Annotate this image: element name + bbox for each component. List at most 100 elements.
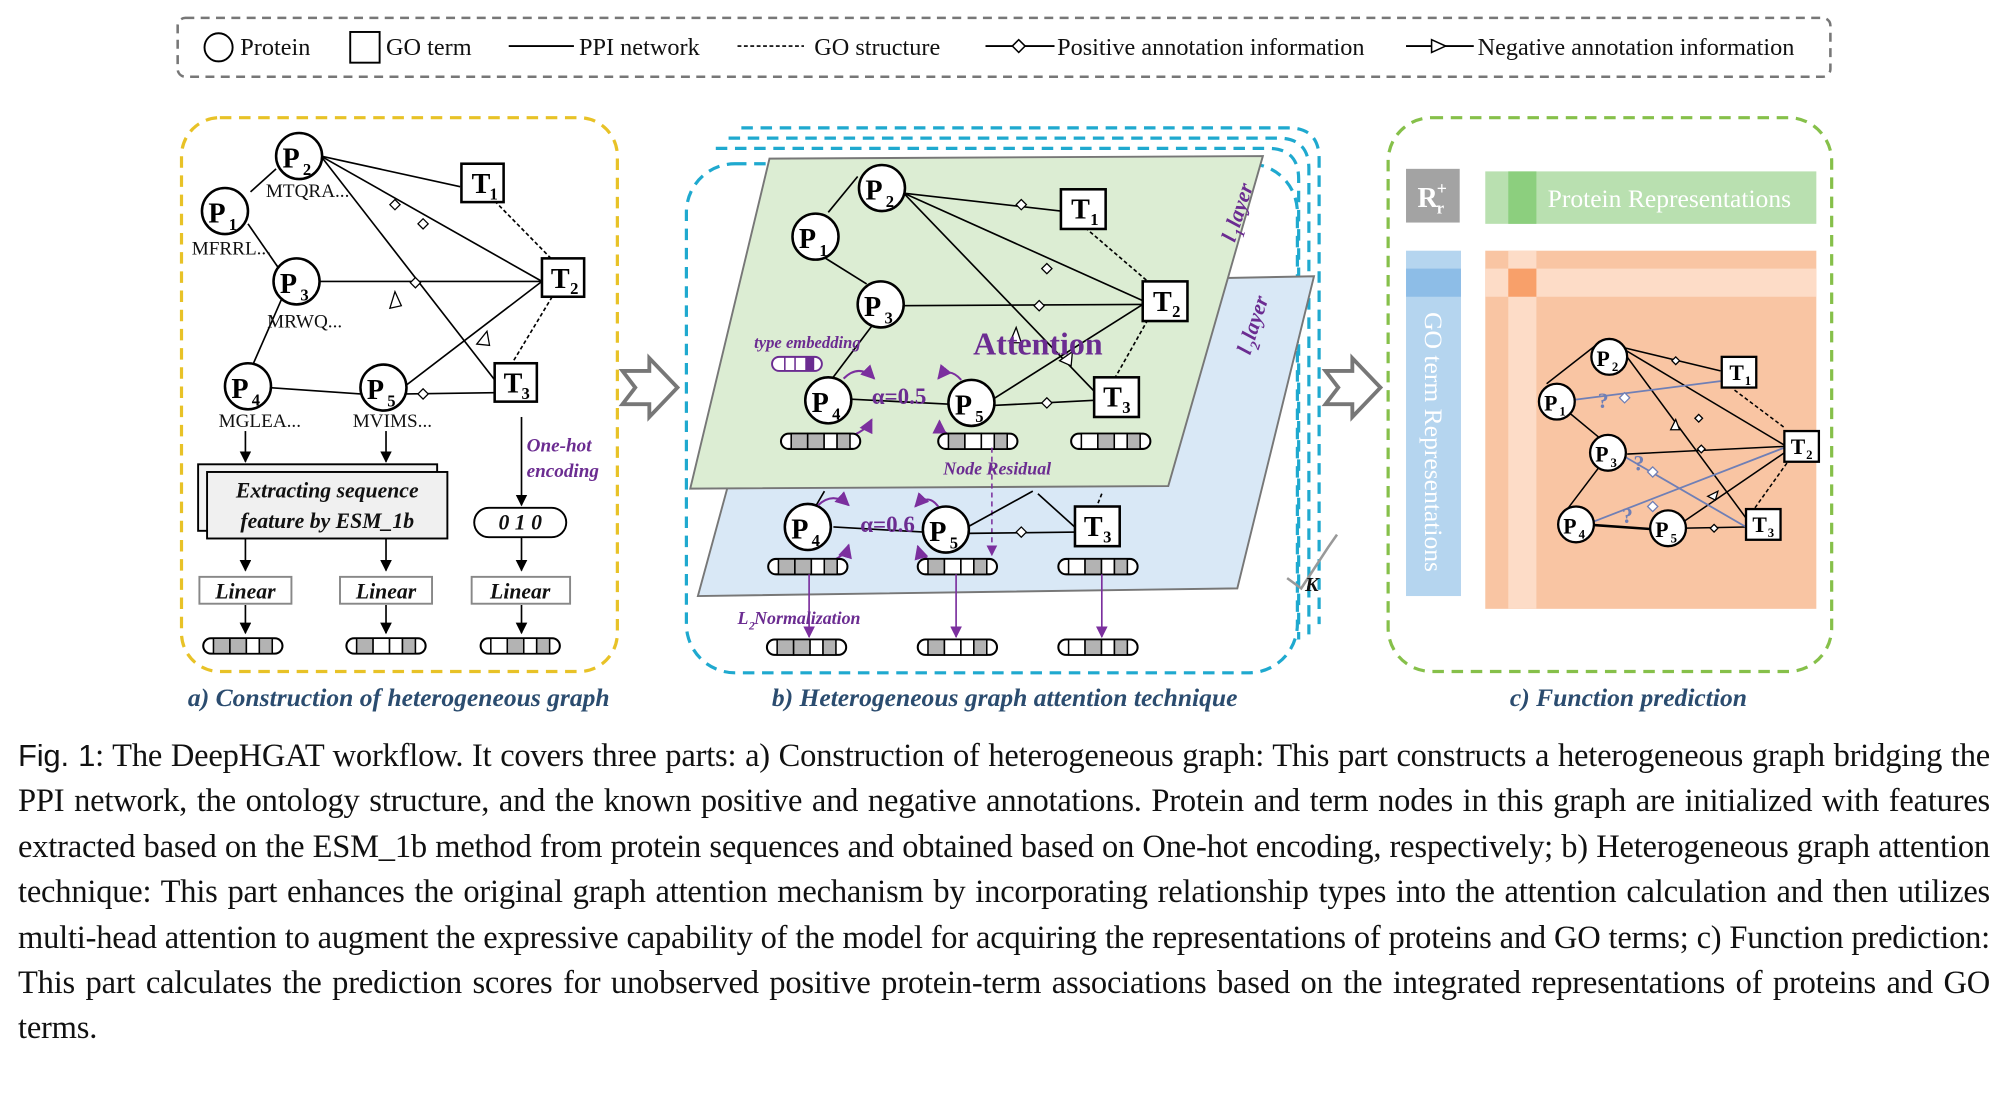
embedding-cell (823, 558, 838, 576)
panel-a-caption: a) Construction of heterogeneous graph (188, 683, 610, 712)
linear-box: Linear (339, 575, 433, 605)
svg-text:+: + (1437, 178, 1447, 198)
layer-l1-embeddings (779, 432, 1152, 450)
svg-text:L: L (737, 608, 749, 628)
svg-text:Normalization: Normalization (753, 608, 860, 628)
panel-a: P 2 MTQRA... P 1 MFRRL... P 3 MRWQ... P … (179, 116, 619, 712)
panel-c-edge-markers (1618, 355, 1719, 533)
legend-item-positive: Positive annotation information (985, 34, 1365, 61)
l2-normalization-arrows (803, 574, 1108, 639)
svg-text:1: 1 (1559, 405, 1565, 419)
alpha-l1-label: α=0.5 (872, 383, 927, 409)
svg-text:?: ? (1622, 504, 1633, 528)
svg-text:P: P (208, 199, 225, 230)
term-node-t2: T 2 (540, 257, 586, 298)
term-node-t3: T 3 (493, 361, 539, 403)
embedding-vector (916, 557, 999, 576)
embedding-cell (401, 637, 417, 655)
embedding-cell (836, 432, 851, 450)
svg-text:0 1 0: 0 1 0 (499, 511, 543, 535)
legend-label: GO structure (814, 34, 940, 61)
svg-text:P: P (812, 388, 829, 419)
protein-node-p3: P 3 MRWQ... (267, 257, 342, 332)
flow-arrow-icon (1321, 353, 1384, 422)
embedding-cell (355, 637, 374, 655)
embedding-cell (229, 637, 248, 655)
embedding-cell (245, 637, 261, 655)
svg-text:2: 2 (1172, 302, 1180, 321)
embedding-cell (212, 637, 231, 655)
panel-c-edges (1546, 342, 1788, 531)
svg-text:P: P (865, 176, 882, 207)
svg-text:P: P (1596, 347, 1609, 371)
onehot-vector: 0 1 0 (473, 506, 568, 539)
legend-label: PPI network (579, 34, 701, 61)
embedding-vector (345, 637, 427, 655)
embedding-vector (767, 557, 849, 576)
embedding-cell (947, 432, 966, 450)
sequence-label: MFRRL... (192, 239, 271, 260)
sequence-label: MTQRA... (266, 181, 350, 202)
embedding-cell (1097, 432, 1116, 450)
svg-text:P: P (791, 514, 808, 545)
flow-arrow-icon (618, 353, 681, 422)
linear-box: Linear (198, 575, 293, 605)
embedding-vector (1057, 557, 1139, 576)
svg-text:Linear: Linear (489, 580, 551, 604)
r-label-box: R r + (1406, 168, 1460, 223)
protein-node-p5: P 5 MVIMS... (353, 363, 432, 432)
protein-node-p5: P 5 (1649, 509, 1688, 548)
embedding-cell (993, 432, 1008, 450)
negative-marker (388, 289, 403, 310)
embedding-cell (777, 558, 796, 576)
type-embedding-label: type embedding (754, 333, 861, 352)
legend-item-go-term: GO term (349, 31, 472, 64)
svg-text:P: P (929, 517, 946, 548)
pipeline-arrows (239, 416, 528, 635)
embedding-cell (823, 432, 838, 450)
embedding-vector (479, 637, 561, 655)
svg-text:P: P (955, 390, 972, 421)
svg-text:3: 3 (522, 384, 530, 403)
triangle-line-icon (1406, 38, 1474, 54)
loop-return-arrow-icon (1286, 533, 1339, 591)
negative-marker (475, 329, 491, 347)
embedding-cell (927, 558, 946, 576)
svg-text:P: P (1563, 514, 1576, 538)
protein-node-p3: P 3 (856, 280, 905, 329)
svg-text:T: T (551, 264, 570, 295)
embedding-vector (937, 432, 1019, 450)
embedding-cell (973, 558, 988, 576)
embedding-cell (258, 637, 274, 655)
embedding-cell (1126, 432, 1141, 450)
svg-text:3: 3 (300, 286, 308, 305)
svg-text:3: 3 (1611, 456, 1617, 470)
svg-text:Protein Representations: Protein Representations (1548, 184, 1791, 213)
svg-text:4: 4 (832, 405, 840, 424)
term-node-t1: T 1 (1059, 188, 1107, 231)
embedding-cell (1100, 638, 1116, 656)
svg-text:T: T (1729, 361, 1744, 385)
positive-marker (388, 198, 401, 211)
svg-text:5: 5 (975, 407, 983, 426)
svg-text:2: 2 (303, 160, 311, 179)
embedding-cell (1067, 558, 1086, 576)
l2-normalization-label: L 2 Normalization (737, 608, 861, 632)
embedding-cell (388, 637, 404, 655)
svg-text:2: 2 (570, 279, 578, 298)
embedding-cell (1084, 558, 1103, 576)
embedding-cell (809, 638, 824, 656)
legend-label: Negative annotation information (1478, 34, 1795, 61)
term-node-t1: T 1 (1720, 355, 1758, 389)
svg-text:4: 4 (812, 531, 820, 550)
svg-text:3: 3 (1122, 398, 1130, 417)
svg-text:P: P (1595, 443, 1608, 467)
legend-item-negative: Negative annotation information (1406, 34, 1794, 61)
embedding-cell (522, 637, 538, 655)
svg-text:T: T (1084, 512, 1103, 543)
panel-c-caption: c) Function prediction (1510, 683, 1747, 712)
term-node-t1: T 1 (460, 162, 505, 204)
protein-node-p4: P 4 MGLEA... (219, 361, 301, 432)
term-node-t3: T 3 (1744, 507, 1782, 541)
svg-text:P: P (282, 144, 299, 175)
